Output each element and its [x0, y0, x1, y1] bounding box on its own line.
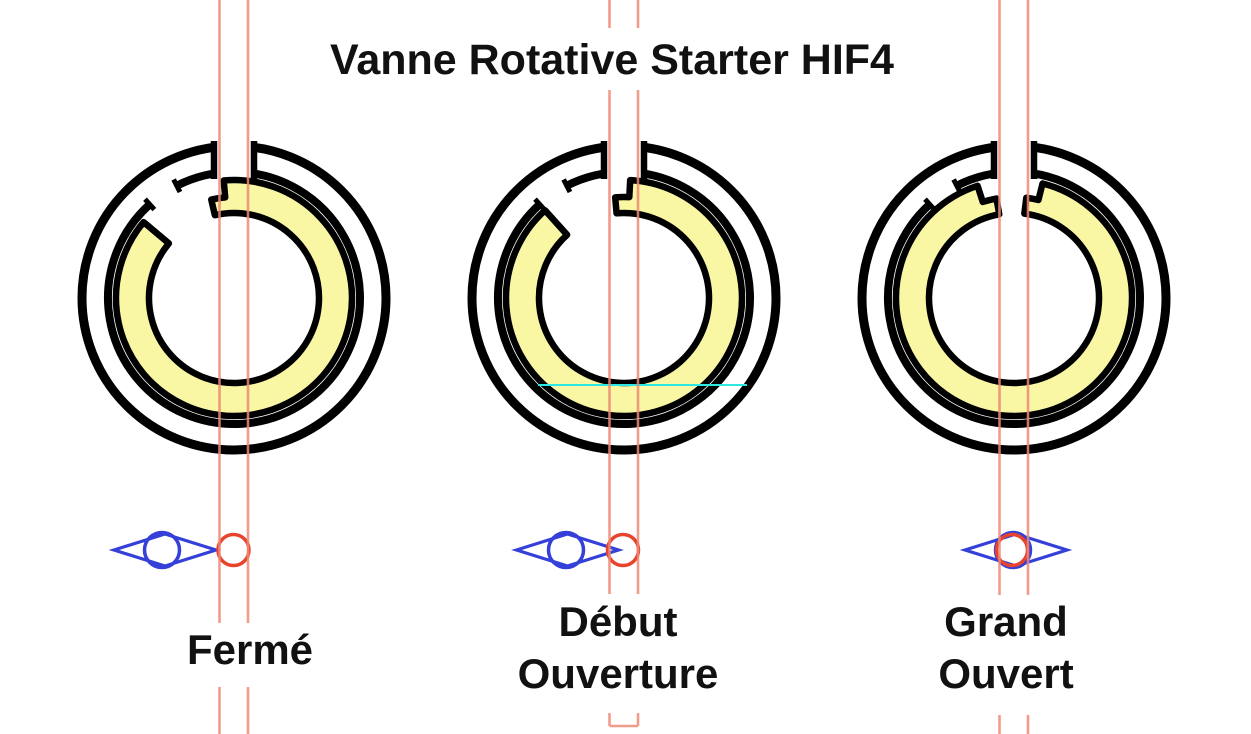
state-label-ferme: Fermé — [187, 624, 313, 676]
valve-grand-ouvert — [857, 136, 1171, 455]
valve-ferme — [77, 136, 391, 455]
float-diamond-icon — [511, 532, 624, 568]
state-label-line: Grand — [944, 598, 1068, 645]
float-circle-icon — [546, 530, 586, 570]
port-edge — [923, 197, 937, 212]
housing-inner-wall — [104, 168, 364, 428]
port-edge — [171, 178, 183, 194]
port-edge — [143, 197, 157, 212]
jet-circle-icon — [216, 532, 251, 568]
flow-symbol-grand-ouvert — [959, 530, 1073, 570]
diagram-title: Vanne Rotative Starter HIF4 — [330, 36, 894, 84]
rotor-ring — [112, 176, 356, 420]
rotor-ring — [892, 180, 1136, 420]
axis-guide-lines-debut-ouverture — [608, 0, 640, 728]
housing-inner-wall — [884, 168, 1144, 428]
jet-circle-icon — [994, 532, 1030, 568]
state-label-debut-ouverture: Début Ouverture — [518, 596, 719, 700]
float-diamond-icon — [959, 532, 1073, 568]
axis-guide-lines-grand-ouvert — [998, 0, 1030, 734]
state-label-line: Début — [558, 598, 678, 645]
float-circle-icon — [142, 530, 182, 570]
flow-symbol-ferme — [108, 530, 251, 570]
float-diamond-icon — [108, 532, 222, 568]
state-label-grand-ouvert: Grand Ouvert — [938, 596, 1073, 700]
valve-debut-ouverture — [467, 136, 781, 455]
rotor-ring — [502, 176, 746, 420]
port-edge — [533, 197, 547, 212]
housing-inner-wall — [494, 168, 754, 428]
port-edge — [951, 178, 963, 194]
state-label-line: Fermé — [186, 626, 314, 673]
port-edge — [561, 178, 573, 194]
axis-guide-lines-ferme — [218, 0, 250, 734]
flow-symbol-debut-ouverture — [511, 530, 641, 570]
state-label-line: Ouverture — [517, 650, 719, 697]
state-label-line: Ouvert — [938, 650, 1074, 697]
